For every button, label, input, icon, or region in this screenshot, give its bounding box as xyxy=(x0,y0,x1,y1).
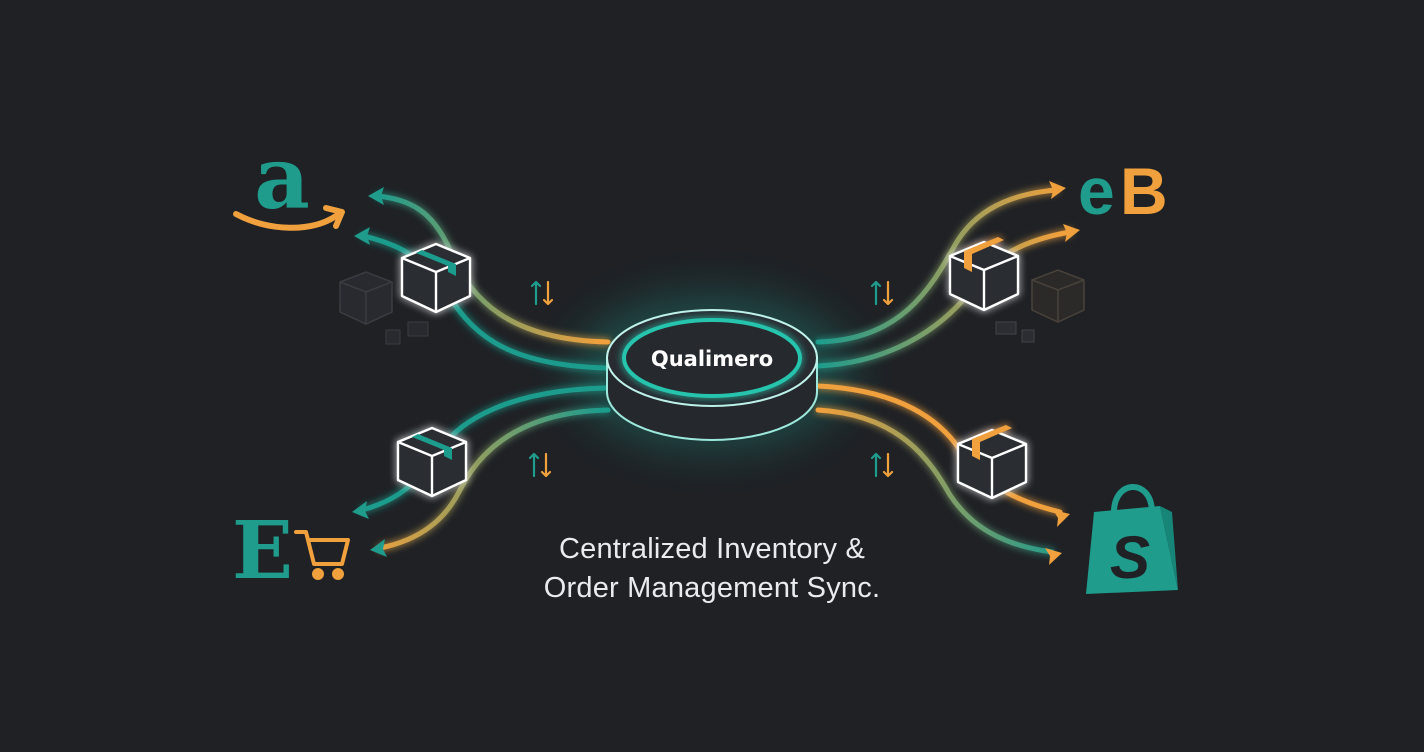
etsy-logo-letter: E xyxy=(232,503,293,597)
arrow-head-ebay-inner xyxy=(1063,224,1080,242)
amazon-logo-icon: a xyxy=(233,128,345,231)
arrow-head-etsy-inner xyxy=(370,539,387,557)
arrow-head-shopify-outer xyxy=(1053,510,1070,527)
etsy-logo-icon: E xyxy=(232,503,350,597)
sync-arrows xyxy=(528,280,894,478)
faded-boxes-right xyxy=(995,269,1085,343)
package-box-icon xyxy=(1031,269,1085,323)
hub-label: Qualimero xyxy=(651,347,773,371)
package-box-icon xyxy=(407,321,429,337)
amazon-smile-tip xyxy=(323,205,345,229)
package-box-icon xyxy=(948,237,1020,312)
ebay-logo-e: e xyxy=(1078,154,1115,228)
shopify-bag-fold xyxy=(1160,506,1178,590)
arrow-heads xyxy=(352,181,1080,565)
arrow-head-shopify-inner xyxy=(1045,548,1062,565)
amazon-smile xyxy=(233,211,339,231)
ebay-logo-b: B xyxy=(1120,154,1168,228)
package-box-icon xyxy=(396,426,468,498)
amazon-logo-letter: a xyxy=(254,128,310,229)
arrow-head-amazon-outer xyxy=(368,187,384,205)
caption: Centralized Inventory & Order Management… xyxy=(412,530,1012,608)
ebay-logo-icon: e B xyxy=(1078,154,1168,228)
caption-line-2: Order Management Sync. xyxy=(543,572,881,604)
shopify-bag-icon: S xyxy=(1086,484,1178,594)
arrow-head-amazon-inner xyxy=(354,227,370,245)
flow-line-ebay-outer xyxy=(815,187,1059,345)
shopify-bag-body xyxy=(1086,506,1178,594)
package-boxes xyxy=(396,237,1028,500)
shopify-bag-handle xyxy=(1111,484,1155,513)
arrow-head-etsy-outer xyxy=(352,501,369,519)
flow-line-shopify-inner xyxy=(815,407,1055,555)
faded-boxes-left xyxy=(339,271,429,345)
arrow-head-ebay-outer xyxy=(1049,181,1066,199)
hub-disk: Qualimero xyxy=(606,309,818,441)
sync-arrows-icon xyxy=(530,280,554,306)
shopify-logo-letter: S xyxy=(1110,524,1150,591)
package-box-icon xyxy=(1021,329,1035,343)
package-box-icon xyxy=(995,321,1017,335)
package-box-icon xyxy=(385,329,401,345)
package-box-icon xyxy=(956,425,1028,500)
package-box-icon xyxy=(339,271,393,325)
cart-icon xyxy=(294,530,350,580)
caption-line-1: Centralized Inventory & xyxy=(558,533,866,565)
flow-line-etsy-inner xyxy=(377,407,611,551)
sync-arrows-icon xyxy=(870,280,894,306)
sync-arrows-icon xyxy=(528,452,552,478)
package-box-icon xyxy=(400,242,472,314)
sync-arrows-icon xyxy=(870,452,894,478)
hub-ring xyxy=(622,318,802,398)
